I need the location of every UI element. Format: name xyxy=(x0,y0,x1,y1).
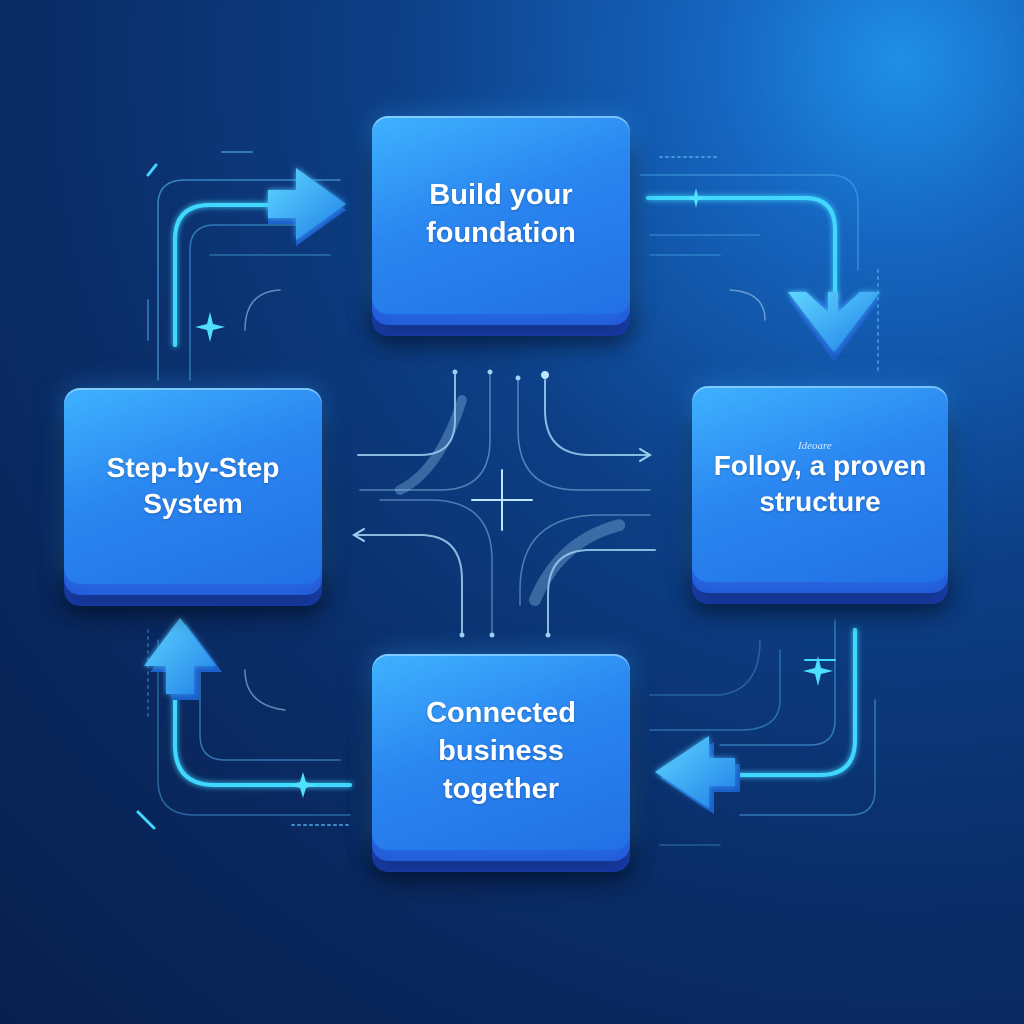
arrow-down-icon xyxy=(788,292,880,362)
arrow-left-icon xyxy=(655,736,740,814)
connector-top-right xyxy=(639,156,879,371)
step-card-build-foundation: Build your foundation xyxy=(372,116,630,336)
step-card-proven-structure: Ideoare Folloy, a proven structure xyxy=(692,386,948,604)
step-label: Folloy, a proven structure xyxy=(713,449,927,517)
step-label: Connected business together xyxy=(426,697,576,805)
connector-top-left xyxy=(146,151,341,381)
sparkle-icon xyxy=(195,188,833,798)
step-label: Step-by-Step System xyxy=(106,451,280,519)
center-circuit xyxy=(352,369,656,638)
step-tag: Ideoare xyxy=(798,440,832,452)
arrow-right-icon xyxy=(268,168,346,246)
step-card-connected-business: Connected business together xyxy=(372,654,630,872)
connector-bottom-right xyxy=(649,619,876,846)
connector-bottom-left xyxy=(136,629,352,830)
step-label: Build your foundation xyxy=(426,179,576,249)
step-card-step-by-step: Step-by-Step System xyxy=(64,388,322,606)
arrow-up-icon xyxy=(144,618,222,700)
